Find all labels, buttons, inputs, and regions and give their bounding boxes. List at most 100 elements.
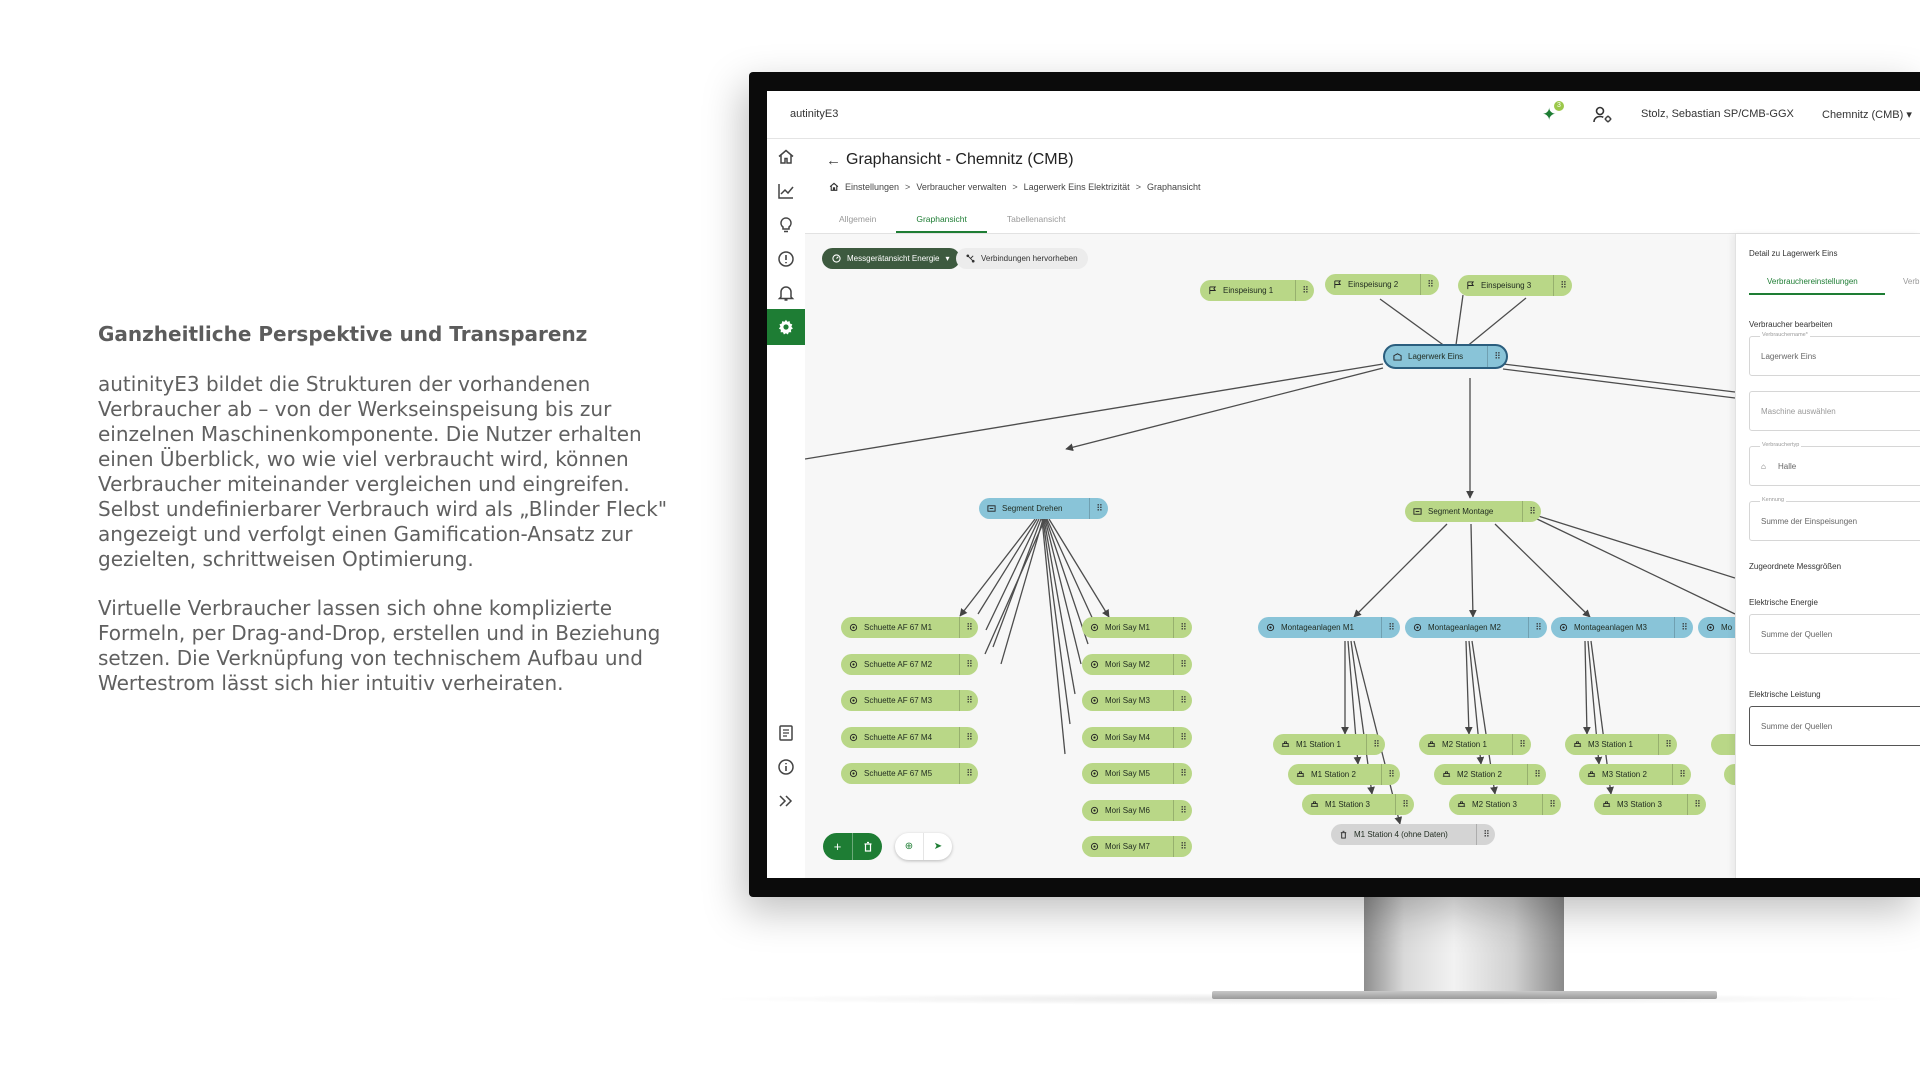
node-mori-m7[interactable]: Mori Say M7 ⠿ (1082, 836, 1192, 857)
drag-handle-icon[interactable]: ⠿ (959, 763, 978, 784)
node-schuette-m1[interactable]: Schuette AF 67 M1 ⠿ (841, 617, 978, 638)
sparkle-icon[interactable]: ✦ (1542, 105, 1557, 124)
drag-handle-icon[interactable]: ⠿ (1687, 794, 1706, 815)
node-m1-station-3[interactable]: M1 Station 3 ⠿ (1302, 794, 1414, 815)
tab-verbrauchereinstellungen[interactable]: Verbrauchereinstellungen (1767, 277, 1858, 286)
tab-verbindungen[interactable]: Verbi (1903, 277, 1920, 286)
home-icon[interactable] (829, 182, 839, 192)
node-m1-station-4[interactable]: M1 Station 4 (ohne Daten) ⠿ (1331, 824, 1495, 845)
node-m3-station-3[interactable]: M3 Station 3 ⠿ (1594, 794, 1706, 815)
tab-graphansicht[interactable]: Graphansicht (896, 205, 987, 233)
drag-handle-icon[interactable]: ⠿ (1173, 763, 1192, 784)
plant-select[interactable]: Chemnitz (CMB) ▾ (1822, 108, 1912, 121)
kennung-field[interactable]: Kennung Summe der Einspeisungen (1749, 497, 1920, 541)
drag-handle-icon[interactable]: ⠿ (959, 617, 978, 638)
drag-handle-icon[interactable]: ⠿ (1672, 764, 1691, 785)
node-einspeisung-3[interactable]: Einspeisung 3 ⠿ (1458, 275, 1572, 296)
node-m2-station-1[interactable]: M2 Station 1 ⠿ (1419, 734, 1531, 755)
view-mode-dropdown[interactable]: Messgerätansicht Energie ▾ (822, 248, 960, 269)
drag-handle-icon[interactable]: ⠿ (1173, 836, 1192, 857)
user-settings-icon[interactable] (1593, 106, 1613, 124)
drag-handle-icon[interactable]: ⠿ (1527, 764, 1546, 785)
node-mori-m1[interactable]: Mori Say M1 ⠿ (1082, 617, 1192, 638)
drag-handle-icon[interactable]: ⠿ (1512, 734, 1531, 755)
node-montageanlagen-m1[interactable]: Montageanlagen M1 ⠿ (1258, 617, 1400, 638)
highlight-connections-button[interactable]: Verbindungen hervorheben (956, 248, 1088, 269)
node-m1-station-2[interactable]: M1 Station 2 ⠿ (1288, 764, 1400, 785)
tab-tabellenansicht[interactable]: Tabellenansicht (1006, 214, 1066, 224)
target-icon[interactable]: ⊕ (904, 841, 914, 852)
sidebar-item-home[interactable] (767, 139, 805, 175)
breadcrumb-item[interactable]: Einstellungen (845, 182, 900, 192)
drag-handle-icon[interactable]: ⠿ (1522, 501, 1541, 522)
graph-canvas[interactable]: Messgerätansicht Energie ▾ Verbindungen … (805, 234, 1735, 878)
node-m3-station-2[interactable]: M3 Station 2 ⠿ (1579, 764, 1691, 785)
drag-handle-icon[interactable]: ⠿ (1420, 274, 1439, 295)
node-segment-montage[interactable]: Segment Montage ⠿ (1405, 501, 1541, 522)
sidebar-item-expand[interactable] (767, 783, 805, 819)
sidebar-item-info[interactable] (767, 749, 805, 785)
user-name[interactable]: Stolz, Sebastian SP/CMB-GGX (1641, 108, 1794, 120)
node-schuette-m5[interactable]: Schuette AF 67 M5 ⠿ (841, 763, 978, 784)
power-source-field[interactable]: Summe der Quellen (1749, 706, 1920, 746)
consumer-type-select[interactable]: Verbrauchertyp ⌂ Halle (1749, 442, 1920, 486)
drag-handle-icon[interactable]: ⠿ (1476, 824, 1495, 845)
node-m4-station-partial[interactable] (1711, 734, 1735, 755)
node-m4-station-partial[interactable] (1724, 764, 1735, 785)
sidebar-item-docs[interactable] (767, 715, 805, 751)
app-title[interactable]: autinityE3 (790, 108, 839, 120)
energy-source-field[interactable]: Summe der Quellen (1749, 614, 1920, 654)
consumer-name-field[interactable]: Verbrauchername* Lagerwerk Eins (1749, 332, 1920, 376)
machine-select[interactable]: Maschine auswählen (1749, 391, 1920, 431)
node-m3-station-1[interactable]: M3 Station 1 ⠿ (1565, 734, 1677, 755)
back-arrow-icon[interactable]: ← (826, 152, 841, 169)
node-schuette-m3[interactable]: Schuette AF 67 M3 ⠿ (841, 690, 978, 711)
drag-handle-icon[interactable]: ⠿ (1173, 727, 1192, 748)
drag-handle-icon[interactable]: ⠿ (959, 654, 978, 675)
node-mori-m2[interactable]: Mori Say M2 ⠿ (1082, 654, 1192, 675)
drag-handle-icon[interactable]: ⠿ (959, 690, 978, 711)
node-m2-station-2[interactable]: M2 Station 2 ⠿ (1434, 764, 1546, 785)
drag-handle-icon[interactable]: ⠿ (1173, 690, 1192, 711)
drag-handle-icon[interactable]: ⠿ (1173, 654, 1192, 675)
tab-allgemein[interactable]: Allgemein (839, 214, 877, 224)
sidebar-item-settings[interactable] (767, 309, 805, 345)
sidebar-item-ideas[interactable] (767, 207, 805, 243)
sidebar-item-alerts[interactable] (767, 241, 805, 277)
node-montageanlagen-m2[interactable]: Montageanlagen M2 ⠿ (1405, 617, 1547, 638)
node-m2-station-3[interactable]: M2 Station 3 ⠿ (1449, 794, 1561, 815)
drag-handle-icon[interactable]: ⠿ (1487, 346, 1506, 367)
drag-handle-icon[interactable]: ⠿ (1528, 617, 1547, 638)
node-segment-drehen[interactable]: Segment Drehen ⠿ (979, 498, 1108, 519)
node-einspeisung-1[interactable]: Einspeisung 1 ⠿ (1200, 280, 1314, 301)
breadcrumb-item[interactable]: Lagerwerk Eins Elektrizität (1023, 182, 1130, 192)
drag-handle-icon[interactable]: ⠿ (1542, 794, 1561, 815)
node-montageanlagen-m3[interactable]: Montageanlagen M3 ⠿ (1551, 617, 1693, 638)
sidebar-item-notifications[interactable] (767, 275, 805, 311)
drag-handle-icon[interactable]: ⠿ (1658, 734, 1677, 755)
node-schuette-m2[interactable]: Schuette AF 67 M2 ⠿ (841, 654, 978, 675)
node-einspeisung-2[interactable]: Einspeisung 2 ⠿ (1325, 274, 1439, 295)
node-mori-m5[interactable]: Mori Say M5 ⠿ (1082, 763, 1192, 784)
sidebar-item-analytics[interactable] (767, 173, 805, 209)
drag-handle-icon[interactable]: ⠿ (1089, 498, 1108, 519)
drag-handle-icon[interactable]: ⠿ (1381, 764, 1400, 785)
node-montageanlagen-m4[interactable]: Mo (1698, 617, 1735, 638)
delete-node-button[interactable] (852, 833, 882, 860)
drag-handle-icon[interactable]: ⠿ (1173, 800, 1192, 821)
drag-handle-icon[interactable]: ⠿ (1381, 617, 1400, 638)
node-mori-m4[interactable]: Mori Say M4 ⠿ (1082, 727, 1192, 748)
pointer-icon[interactable]: ➤ (923, 833, 952, 860)
breadcrumb-item[interactable]: Verbraucher verwalten (916, 182, 1007, 192)
drag-handle-icon[interactable]: ⠿ (1395, 794, 1414, 815)
node-lagerwerk-eins[interactable]: Lagerwerk Eins ⠿ (1383, 344, 1508, 369)
node-mori-m6[interactable]: Mori Say M6 ⠿ (1082, 800, 1192, 821)
node-schuette-m4[interactable]: Schuette AF 67 M4 ⠿ (841, 727, 978, 748)
add-node-button[interactable]: + (823, 833, 852, 860)
drag-handle-icon[interactable]: ⠿ (1173, 617, 1192, 638)
drag-handle-icon[interactable]: ⠿ (959, 727, 978, 748)
node-m1-station-1[interactable]: M1 Station 1 ⠿ (1273, 734, 1385, 755)
drag-handle-icon[interactable]: ⠿ (1366, 734, 1385, 755)
drag-handle-icon[interactable]: ⠿ (1295, 280, 1314, 301)
node-mori-m3[interactable]: Mori Say M3 ⠿ (1082, 690, 1192, 711)
